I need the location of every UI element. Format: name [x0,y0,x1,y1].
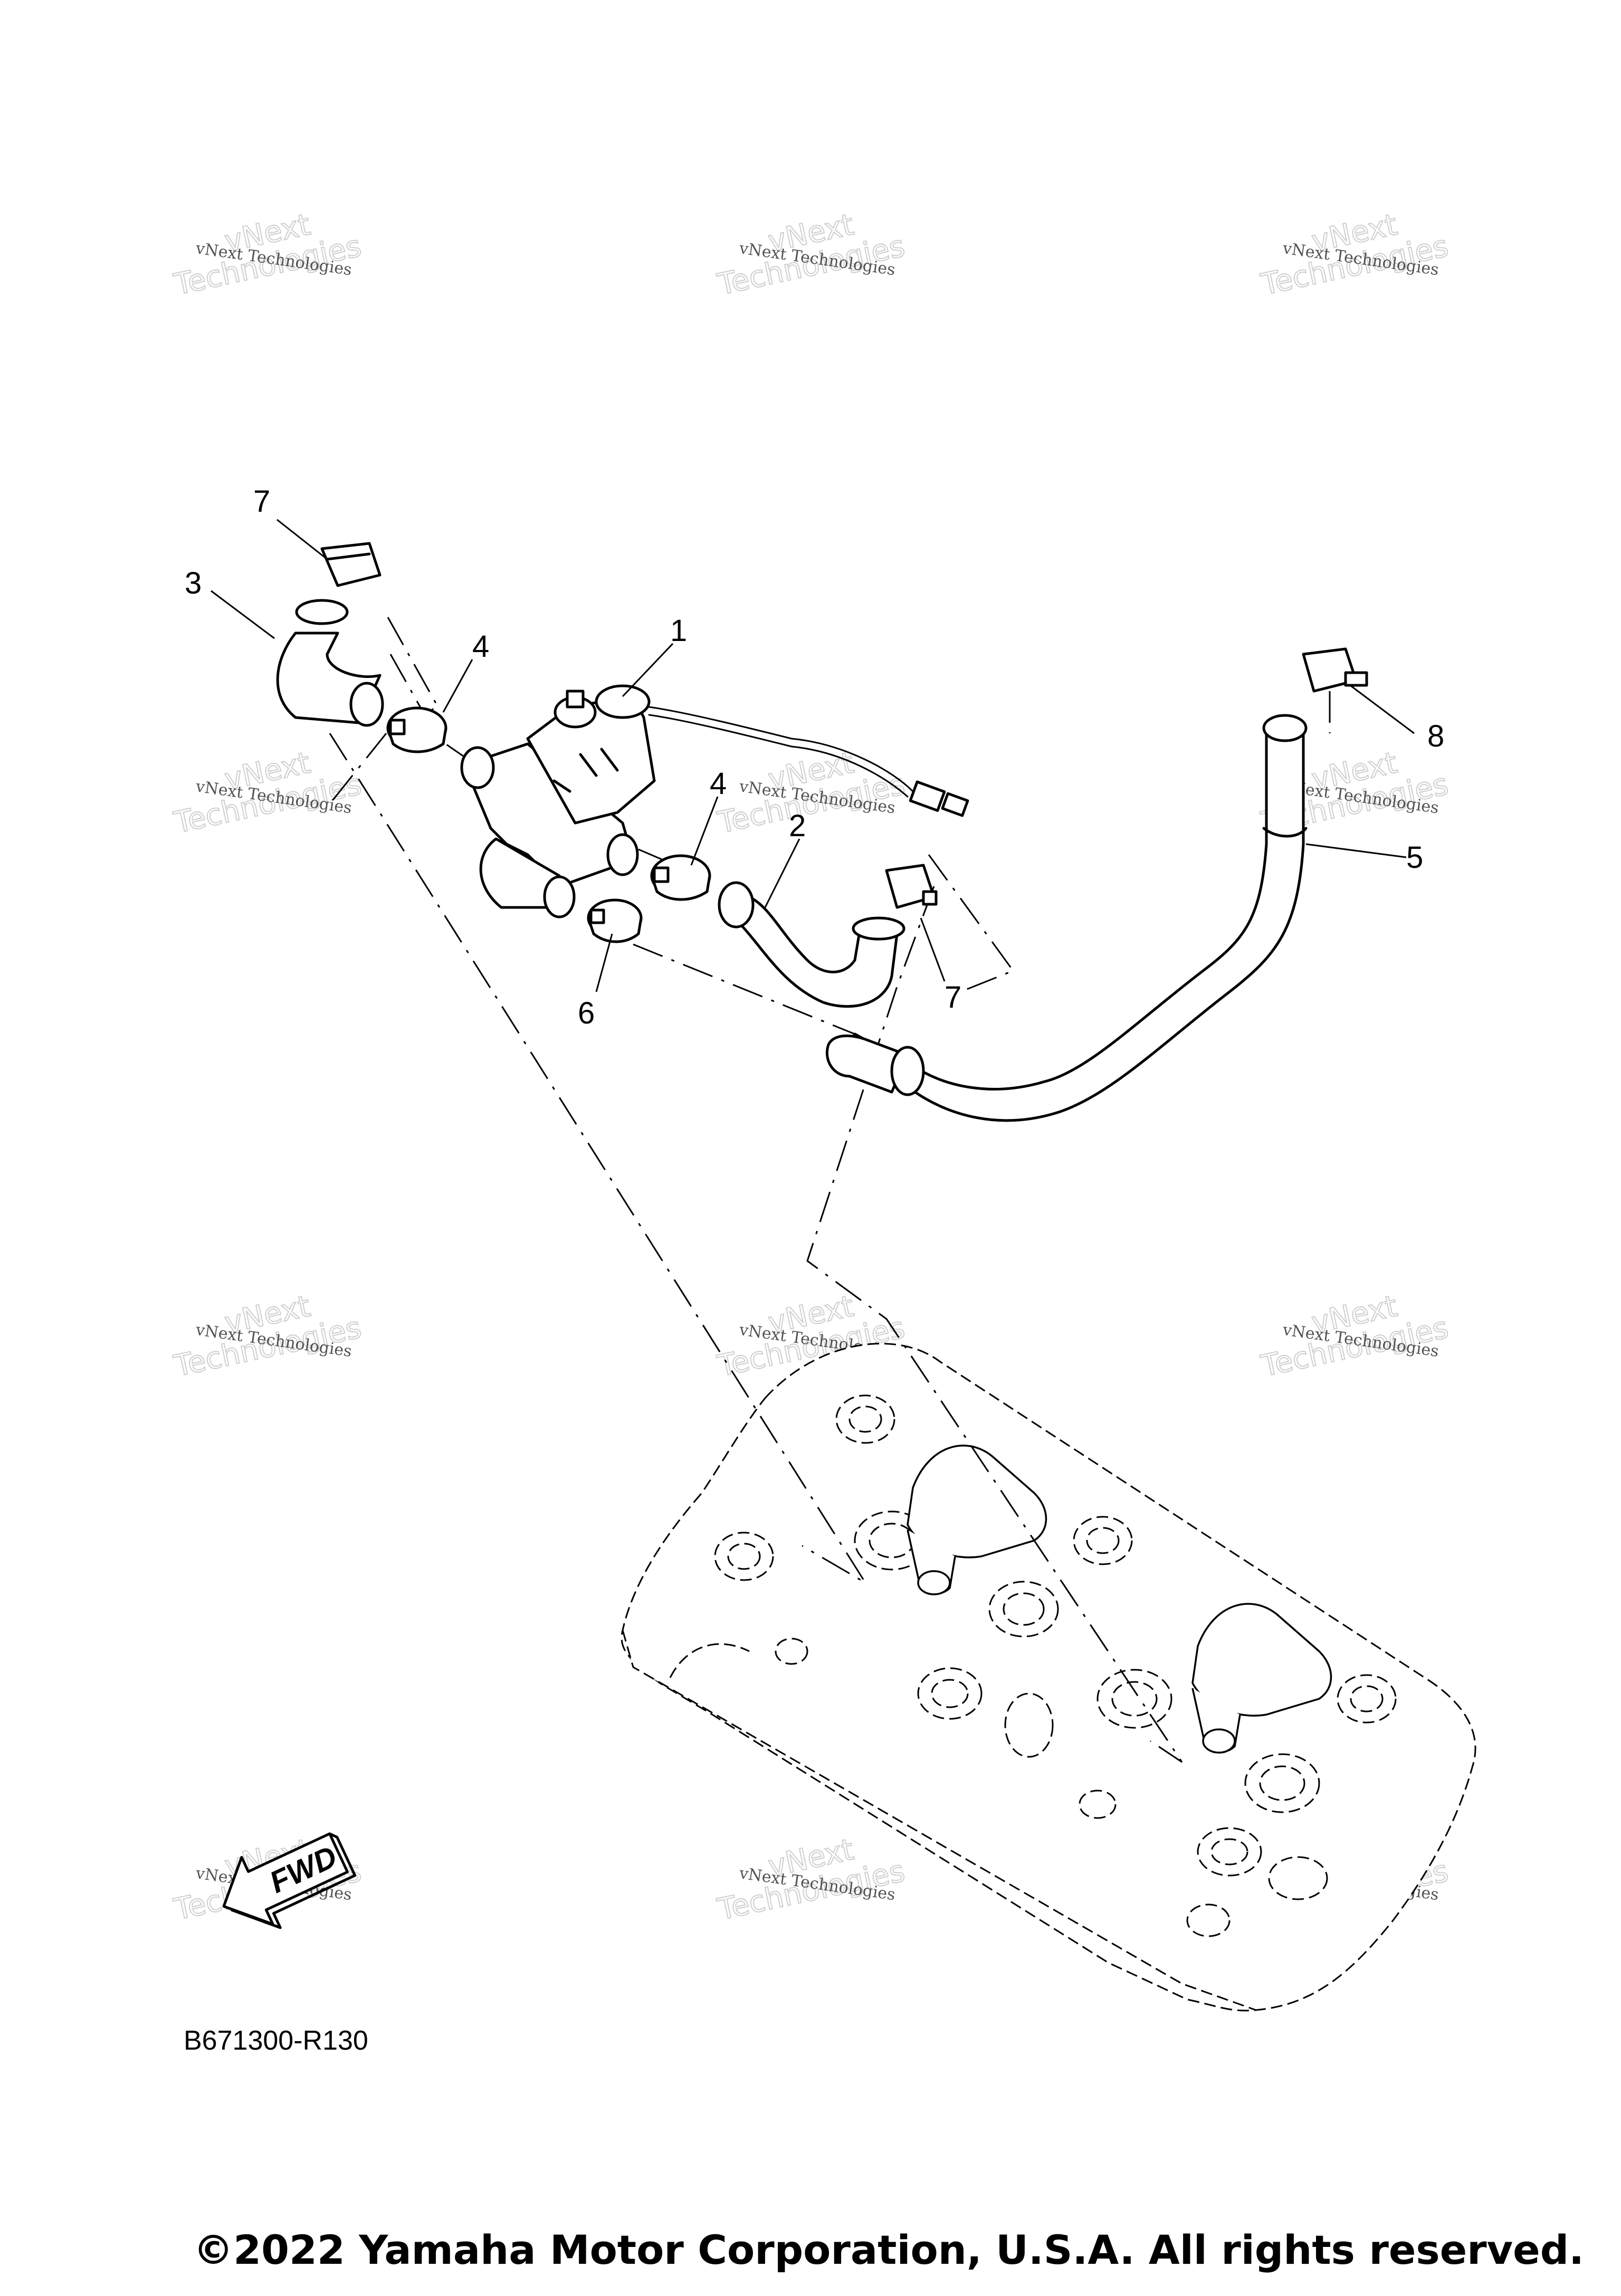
callout-7-upper: 7 [253,484,270,519]
callout-5: 5 [1406,840,1423,875]
callout-6: 6 [578,996,595,1030]
leader-lines [211,519,1415,992]
part-7-clip-lower [885,864,938,909]
watermark: Technologies vNext vNext Technologies [170,207,365,302]
copyright-notice: ©2022 Yamaha Motor Corporation, U.S.A. A… [0,2226,1621,2273]
cylinder-head-cover [621,1343,1476,2012]
reed-valve-cover-right [1191,1603,1332,1754]
watermark: Technologies vNext vNext Technologies [1257,207,1452,302]
watermark: Technologies vNext vNext Technologies [714,207,908,302]
part-2-hose [718,881,905,1008]
callout-1: 1 [670,614,687,648]
callout-4-left: 4 [472,629,489,664]
part-4-clamp-left [386,706,447,753]
callout-4-right: 4 [710,767,727,801]
watermark: Technologies vNext vNext Technologies [170,745,365,840]
part-4-clamp-right [650,854,711,901]
callout-labels: 1 2 3 4 4 5 6 7 7 8 [185,484,1444,1030]
part-1-air-cut-valve [460,684,969,919]
part-6-clamp [587,898,643,943]
callout-7-lower: 7 [945,980,961,1015]
diagram-code: B671300-R130 [184,2025,368,2056]
callout-2: 2 [789,809,806,843]
part-7-clip-upper [320,542,382,587]
watermark: Technologies vNext vNext Technologies [714,1832,908,1927]
watermark: Technologies vNext vNext Technologies [714,745,908,840]
part-8-clip [1302,647,1368,693]
watermark: Technologies vNext vNext Technologies [170,1288,365,1384]
reed-valve-cover-left [907,1444,1047,1595]
spark-plug-holes [714,1394,1397,1937]
part-5-long-hose [825,714,1308,1122]
callout-3: 3 [185,566,202,600]
copyright-text: ©2022 Yamaha Motor Corporation, U.S.A. A… [193,2226,1584,2273]
watermark: Technologies vNext vNext Technologies [1257,1288,1452,1384]
part-3-elbow-hose [276,599,384,727]
callout-8: 8 [1427,719,1444,753]
